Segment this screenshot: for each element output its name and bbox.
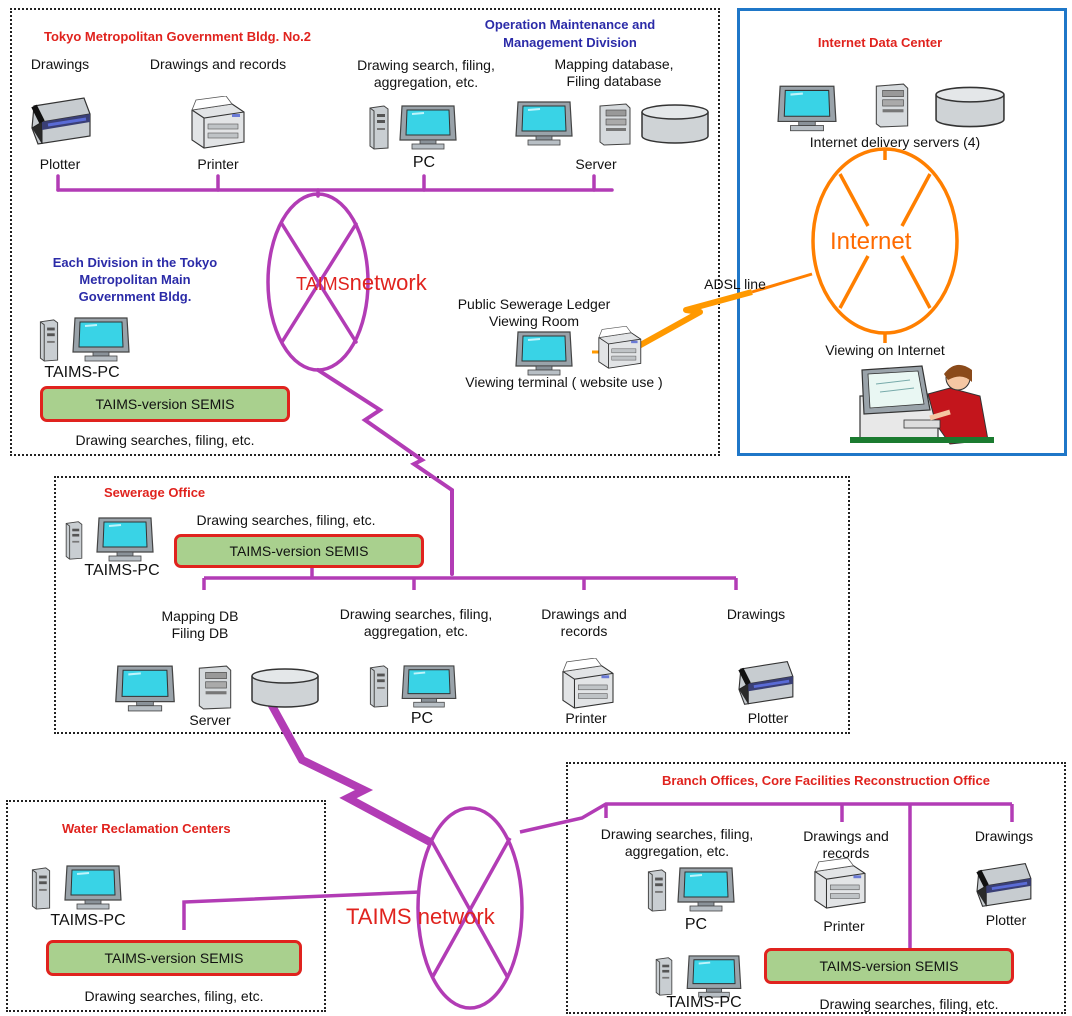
caption-water: Drawing searches, filing, etc. <box>84 988 264 1004</box>
label-delivery-servers: Internet delivery servers (4) <box>809 134 981 150</box>
zone-metro-bldg2 <box>10 8 720 456</box>
semis-box-branch: TAIMS-version SEMIS <box>764 948 1014 984</box>
label-drawings: Drawings <box>30 56 90 72</box>
zone-title-sewerage-office: Sewerage Office <box>104 485 206 500</box>
omd-title-line1: Operation Maintenance and <box>484 17 656 32</box>
label-sew-search-2: aggregation, etc. <box>363 623 469 639</box>
zone-branch-offices <box>566 762 1066 1014</box>
label-sew-records-2: records <box>560 623 608 639</box>
main-bldg-title-1: Each Division in the Tokyo <box>52 255 218 270</box>
semis-box-water: TAIMS-version SEMIS <box>46 940 302 976</box>
viewing-room-2: Viewing Room <box>488 313 579 329</box>
viewing-terminal: Viewing terminal ( website use ) <box>465 374 663 390</box>
label-taims-pc-water: TAIMS-PC <box>50 912 126 929</box>
sewerage-caption: Drawing searches, filing, etc. <box>196 512 376 528</box>
label-br-records-2: records <box>822 845 870 861</box>
label-drawing-search-1: Drawing search, filing, <box>357 57 495 73</box>
label-sew-server: Server <box>189 712 231 728</box>
zone-title-data-center: Internet Data Center <box>817 35 943 50</box>
label-viewing-internet: Viewing on Internet <box>825 342 945 358</box>
label-br-plotter: Plotter <box>985 912 1027 928</box>
label-sew-drawings: Drawings <box>726 606 786 622</box>
label-taims-pc-main: TAIMS-PC <box>44 364 120 381</box>
label-drawing-search-2: aggregation, etc. <box>373 74 479 90</box>
internet-label: Internet <box>830 228 912 255</box>
label-sew-search-1: Drawing searches, filing, <box>339 606 493 622</box>
label-taims-pc-sewerage: TAIMS-PC <box>84 562 160 579</box>
label-plotter: Plotter <box>39 156 81 172</box>
zone-sewerage-office <box>54 476 850 734</box>
label-sew-printer: Printer <box>565 710 607 726</box>
label-sew-plotter: Plotter <box>747 710 789 726</box>
taims-network-bottom: TAIMS network <box>346 904 495 929</box>
label-br-search-2: aggregation, etc. <box>624 843 730 859</box>
main-bldg-title-3: Government Bldg. <box>78 289 192 304</box>
main-bldg-title-2: Metropolitan Main <box>79 272 191 287</box>
label-sew-pc: PC <box>410 710 434 727</box>
label-pc: PC <box>412 154 436 171</box>
adsl-label: ADSL line <box>704 276 766 292</box>
zone-internet-data-center <box>737 8 1067 456</box>
label-br-search-1: Drawing searches, filing, <box>600 826 754 842</box>
label-mapping-db-2: Filing database <box>566 73 662 89</box>
label-br-pc: PC <box>684 916 708 933</box>
label-br-records-1: Drawings and <box>803 828 889 844</box>
label-drawings-records: Drawings and records <box>149 56 287 72</box>
taims-network-top: TAIMSnetwork <box>296 270 427 295</box>
label-br-drawings: Drawings <box>974 828 1034 844</box>
caption-branch: Drawing searches, filing, etc. <box>819 996 999 1012</box>
zone-title-water-reclamation: Water Reclamation Centers <box>62 821 231 836</box>
viewing-room-1: Public Sewerage Ledger <box>457 296 611 312</box>
caption-main: Drawing searches, filing, etc. <box>75 432 255 448</box>
zone-water-reclamation <box>6 800 326 1012</box>
label-filing-db: Filing DB <box>171 625 229 641</box>
semis-box-sewerage: TAIMS-version SEMIS <box>174 534 424 568</box>
zone-title-metro-bldg2: Tokyo Metropolitan Government Bldg. No.2 <box>44 29 311 44</box>
label-taims-pc-branch: TAIMS-PC <box>666 994 742 1011</box>
label-sew-records-1: Drawings and <box>541 606 627 622</box>
label-printer: Printer <box>197 156 239 172</box>
zone-title-branch-offices: Branch Offices, Core Facilities Reconstr… <box>662 773 990 788</box>
label-mapping-db-1: Mapping database, <box>554 56 674 72</box>
label-mapping-db: Mapping DB <box>161 608 239 624</box>
omd-title-line2: Management Division <box>503 35 637 50</box>
label-br-printer: Printer <box>823 918 865 934</box>
person-viewing-icon <box>850 364 994 445</box>
label-server: Server <box>575 156 617 172</box>
semis-box-main: TAIMS-version SEMIS <box>40 386 290 422</box>
